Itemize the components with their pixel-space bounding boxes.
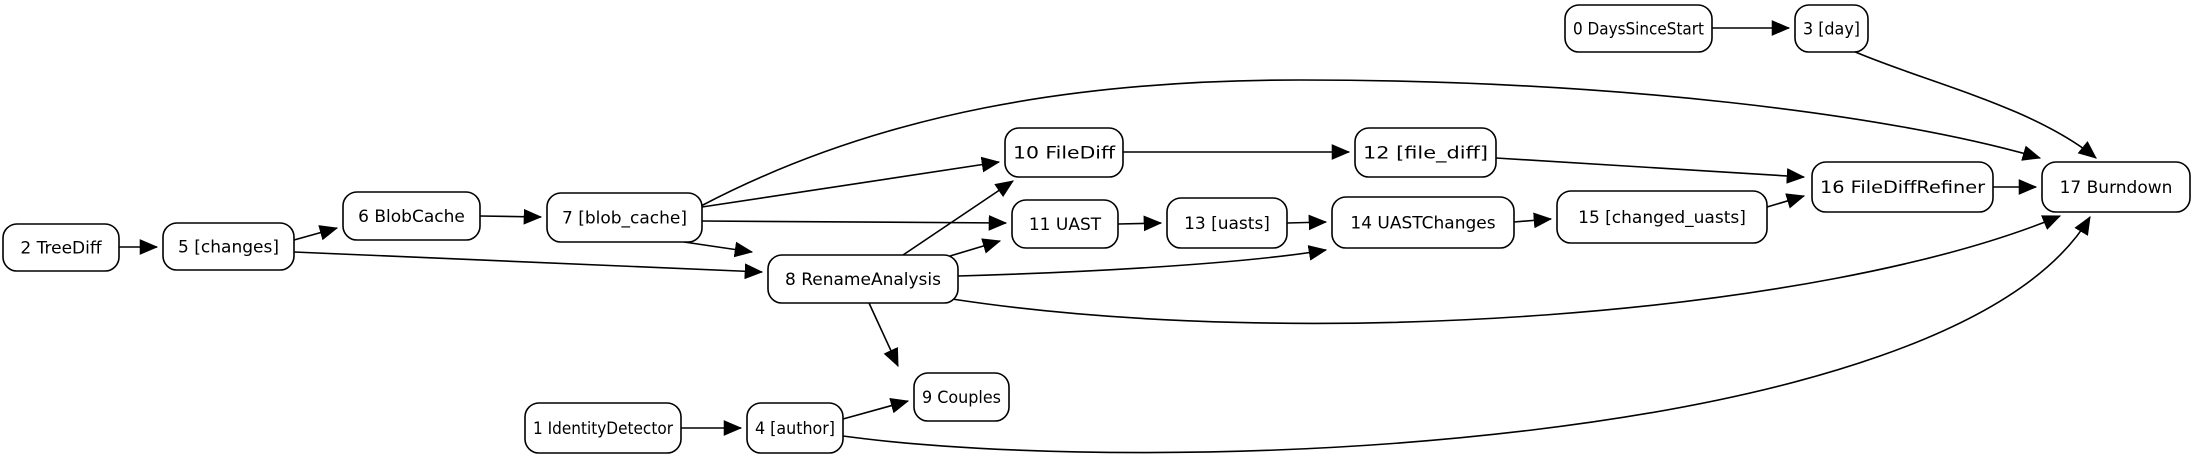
node-box	[1794, 4, 1869, 53]
node-label: 1 IdentityDetector	[533, 419, 673, 439]
graph-edge-5-to-8	[293, 251, 764, 280]
graph-edge-13-to-14	[1286, 214, 1328, 231]
graph-node-8-renameanalysis: 8 RenameAnalysis	[767, 254, 959, 304]
node-label: 15 [changed_uasts]	[1578, 208, 1746, 228]
node-box	[342, 191, 481, 241]
node-label: 9 Couples	[922, 388, 1001, 408]
node-label: 10 FileDiff	[1013, 144, 1117, 164]
graph-node-1-identitydetector: 1 IdentityDetector	[524, 402, 682, 454]
node-box	[767, 254, 959, 304]
node-box	[1354, 127, 1497, 178]
node-label: 6 BlobCache	[358, 207, 465, 227]
node-box	[1811, 161, 1994, 213]
graph-node-13-uasts: 13 [uasts]	[1166, 197, 1288, 249]
graph-edge-11-to-13	[1117, 215, 1163, 232]
graph-edge-8-to-9	[868, 302, 899, 368]
graph-node-10-filediff: 10 FileDiff	[1004, 127, 1124, 178]
graph-edge-8-to-14	[957, 245, 1328, 277]
node-label: 16 FileDiffRefiner	[1820, 178, 1985, 198]
node-box	[524, 402, 682, 454]
node-label: 4 [author]	[755, 419, 835, 439]
node-label: 2 TreeDiff	[20, 239, 102, 259]
nodes-layer: 0 DaysSinceStart 3 [day] 2 TreeDiff 5 [chan…	[2, 4, 2191, 454]
graph-edge-8-to-11	[949, 238, 1002, 257]
graph-edge-7-to-8	[683, 241, 754, 258]
node-box	[2, 223, 120, 272]
node-box	[2041, 161, 2191, 213]
graph-node-6-blobcache: 6 BlobCache	[342, 191, 481, 241]
graph-edge-4-to-17	[842, 216, 2091, 454]
node-label: 7 [blob_cache]	[562, 209, 687, 229]
graph-node-3-day: 3 [day]	[1794, 4, 1869, 53]
node-label: 5 [changes]	[178, 238, 279, 258]
graph-node-14-uastchanges: 14 UASTChanges	[1331, 196, 1515, 249]
graph-edge-6-to-7	[479, 208, 543, 225]
graph-edge-7-to-17	[700, 79, 2042, 207]
node-box	[1166, 197, 1288, 249]
graph-edge-5-to-6	[293, 225, 339, 241]
graph-node-0-dayssincestart: 0 DaysSinceStart	[1564, 4, 1713, 53]
edges-layer	[119, 20, 2097, 454]
node-box	[1004, 127, 1124, 178]
graph-node-9-couples: 9 Couples	[913, 372, 1010, 422]
node-label: 3 [day]	[1803, 20, 1860, 40]
node-label: 12 [file_diff]	[1363, 144, 1488, 164]
graph-edge-8-to-17	[951, 215, 2062, 325]
graph-edge-4-to-9	[842, 398, 910, 420]
node-label: 17 Burndown	[2060, 178, 2173, 198]
node-box	[746, 402, 844, 454]
graph-node-7-blob-cache: 7 [blob_cache]	[546, 192, 703, 243]
node-box	[913, 372, 1010, 422]
graph-edge-15-to-16	[1766, 193, 1806, 209]
graph-edge-8-to-10	[902, 180, 1014, 256]
node-label: 0 DaysSinceStart	[1573, 20, 1704, 40]
graph-node-17-burndown: 17 Burndown	[2041, 161, 2191, 213]
graph-edge-7-to-11	[701, 215, 1008, 231]
node-label: 11 UAST	[1029, 215, 1102, 235]
graph-node-16-filediffrefiner: 16 FileDiffRefiner	[1811, 161, 1994, 213]
graph-edge-14-to-15	[1513, 212, 1553, 229]
node-box	[1564, 4, 1713, 53]
graph-node-12-file-diff: 12 [file_diff]	[1354, 127, 1497, 178]
graph-node-2-treediff: 2 TreeDiff	[2, 223, 120, 272]
node-label: 8 RenameAnalysis	[785, 270, 941, 290]
node-box	[1331, 196, 1515, 249]
node-box	[162, 222, 295, 271]
node-label: 13 [uasts]	[1184, 214, 1270, 234]
graph-node-4-author: 4 [author]	[746, 402, 844, 454]
node-box	[1011, 199, 1119, 249]
graph-node-5-changes: 5 [changes]	[162, 222, 295, 271]
graph-edge-7-to-10	[701, 156, 1001, 208]
graph-edge-3-to-17	[1852, 50, 2097, 159]
graph-edge-12-to-16	[1495, 157, 1806, 184]
graph-node-15-changed-uasts: 15 [changed_uasts]	[1556, 190, 1768, 244]
node-box	[1556, 190, 1768, 244]
node-box	[546, 192, 703, 243]
graph-node-11-uast: 11 UAST	[1011, 199, 1119, 249]
node-label: 14 UASTChanges	[1350, 214, 1495, 234]
